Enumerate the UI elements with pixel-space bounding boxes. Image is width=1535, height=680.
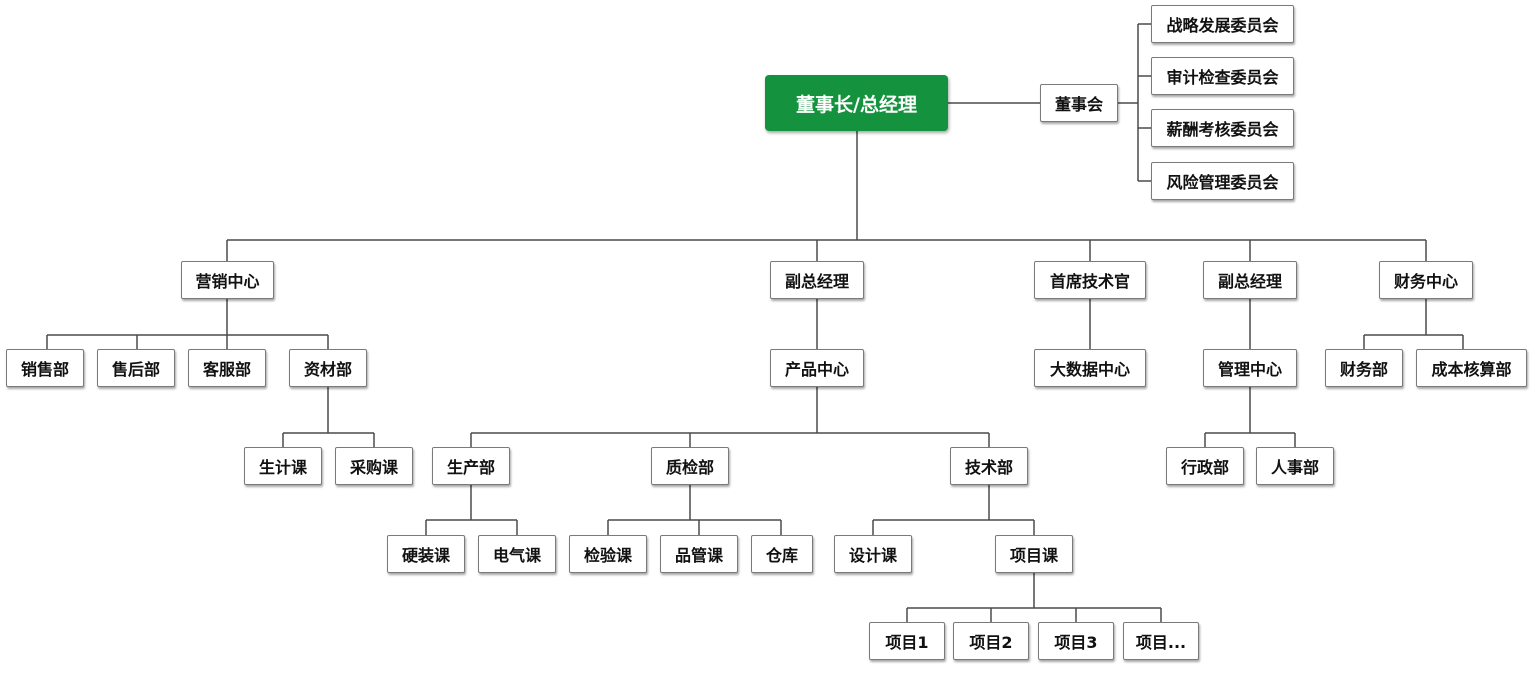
node-marketing-center: 营销中心 [181,261,274,299]
node-committee-risk: 风险管理委员会 [1151,162,1294,200]
node-board: 董事会 [1040,84,1118,122]
node-sales: 销售部 [6,349,84,387]
node-committee-audit: 审计检查委员会 [1151,57,1294,95]
root-node-chairman: 董事长/总经理 [765,75,948,131]
node-project-2: 项目2 [953,622,1029,660]
node-tech-dept: 技术部 [950,447,1028,485]
node-cto: 首席技术官 [1034,261,1146,299]
node-production: 生产部 [432,447,510,485]
node-committee-strategy: 战略发展委员会 [1151,5,1294,43]
node-vp-product: 副总经理 [770,261,864,299]
node-product-center: 产品中心 [770,349,864,387]
node-project-3: 项目3 [1038,622,1114,660]
node-cost-accounting: 成本核算部 [1416,349,1527,387]
node-projects: 项目课 [995,535,1073,573]
node-planning: 生计课 [244,447,322,485]
node-materials: 资材部 [289,349,367,387]
node-hardware: 硬装课 [387,535,465,573]
node-customer-service: 客服部 [188,349,266,387]
node-electrical: 电气课 [478,535,556,573]
node-design: 设计课 [834,535,912,573]
node-vp-admin: 副总经理 [1203,261,1297,299]
node-warehouse: 仓库 [751,535,813,573]
node-management-center: 管理中心 [1203,349,1297,387]
node-aftersales: 售后部 [97,349,175,387]
node-committee-compensation: 薪酬考核委员会 [1151,109,1294,147]
node-project-1: 项目1 [869,622,945,660]
node-project-more: 项目... [1123,622,1199,660]
node-finance-dept: 财务部 [1325,349,1403,387]
node-administration: 行政部 [1166,447,1244,485]
node-purchasing: 采购课 [335,447,413,485]
node-hr: 人事部 [1256,447,1334,485]
node-inspection: 检验课 [569,535,647,573]
node-finance-center: 财务中心 [1379,261,1473,299]
node-quality: 质检部 [651,447,729,485]
node-quality-control: 品管课 [660,535,738,573]
node-bigdata-center: 大数据中心 [1034,349,1146,387]
